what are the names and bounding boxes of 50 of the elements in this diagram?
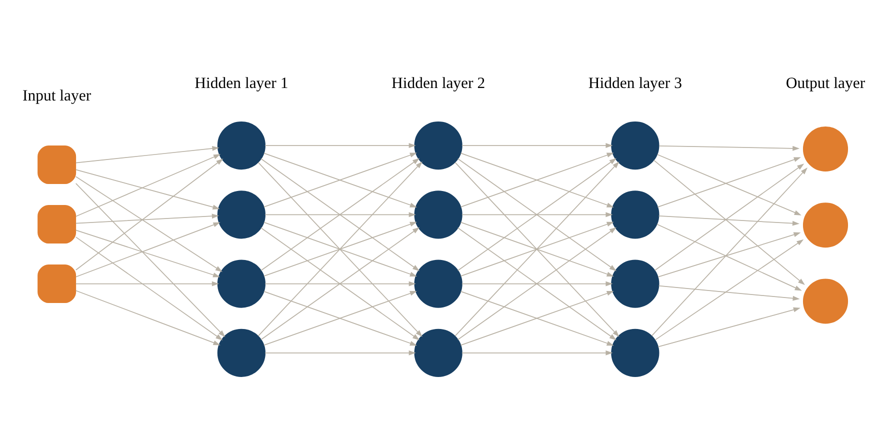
arrow bbox=[75, 236, 223, 340]
arrow bbox=[658, 285, 800, 301]
arrow bbox=[264, 212, 416, 218]
node-box bbox=[38, 205, 76, 244]
arrow bbox=[460, 152, 614, 208]
arrow bbox=[75, 214, 219, 224]
arrow bbox=[462, 212, 613, 218]
arrow bbox=[75, 146, 220, 164]
arrow bbox=[656, 224, 802, 291]
arrow bbox=[651, 168, 808, 336]
arrow bbox=[462, 281, 613, 286]
node-circle bbox=[414, 190, 462, 239]
label: Hidden layer 2 bbox=[392, 75, 486, 92]
node-circle bbox=[800, 276, 850, 326]
arrow bbox=[656, 154, 802, 216]
arrow bbox=[75, 158, 224, 270]
node-circle bbox=[414, 260, 462, 308]
node-box bbox=[38, 146, 76, 184]
arrow bbox=[75, 169, 220, 210]
arrow bbox=[75, 176, 222, 272]
arrow bbox=[457, 227, 616, 340]
arrow bbox=[658, 215, 800, 226]
arrow bbox=[75, 290, 220, 346]
node-circle bbox=[217, 260, 266, 308]
label: Output layer bbox=[786, 75, 866, 92]
arrow bbox=[654, 164, 804, 271]
arrow bbox=[654, 239, 804, 340]
node-circle bbox=[611, 260, 660, 308]
arrow bbox=[75, 183, 226, 338]
arrow bbox=[462, 350, 613, 356]
arrow bbox=[264, 152, 417, 208]
node-circle bbox=[611, 190, 660, 239]
arrow bbox=[657, 157, 801, 208]
arrow bbox=[658, 146, 800, 151]
arrow bbox=[658, 232, 801, 278]
node-circle bbox=[800, 200, 850, 250]
node-circle bbox=[217, 190, 266, 239]
label: Hidden layer 3 bbox=[588, 75, 682, 92]
arrow bbox=[462, 143, 613, 148]
node-box bbox=[38, 264, 76, 303]
label: Hidden layer 1 bbox=[194, 75, 288, 92]
label: Input layer bbox=[22, 87, 92, 104]
arrow bbox=[658, 307, 800, 348]
arrow bbox=[75, 281, 219, 286]
arrow bbox=[75, 154, 221, 217]
arrow bbox=[264, 143, 416, 148]
arrow bbox=[264, 281, 416, 286]
arrow bbox=[260, 227, 420, 340]
arrow bbox=[653, 160, 805, 286]
arrow bbox=[264, 350, 416, 356]
